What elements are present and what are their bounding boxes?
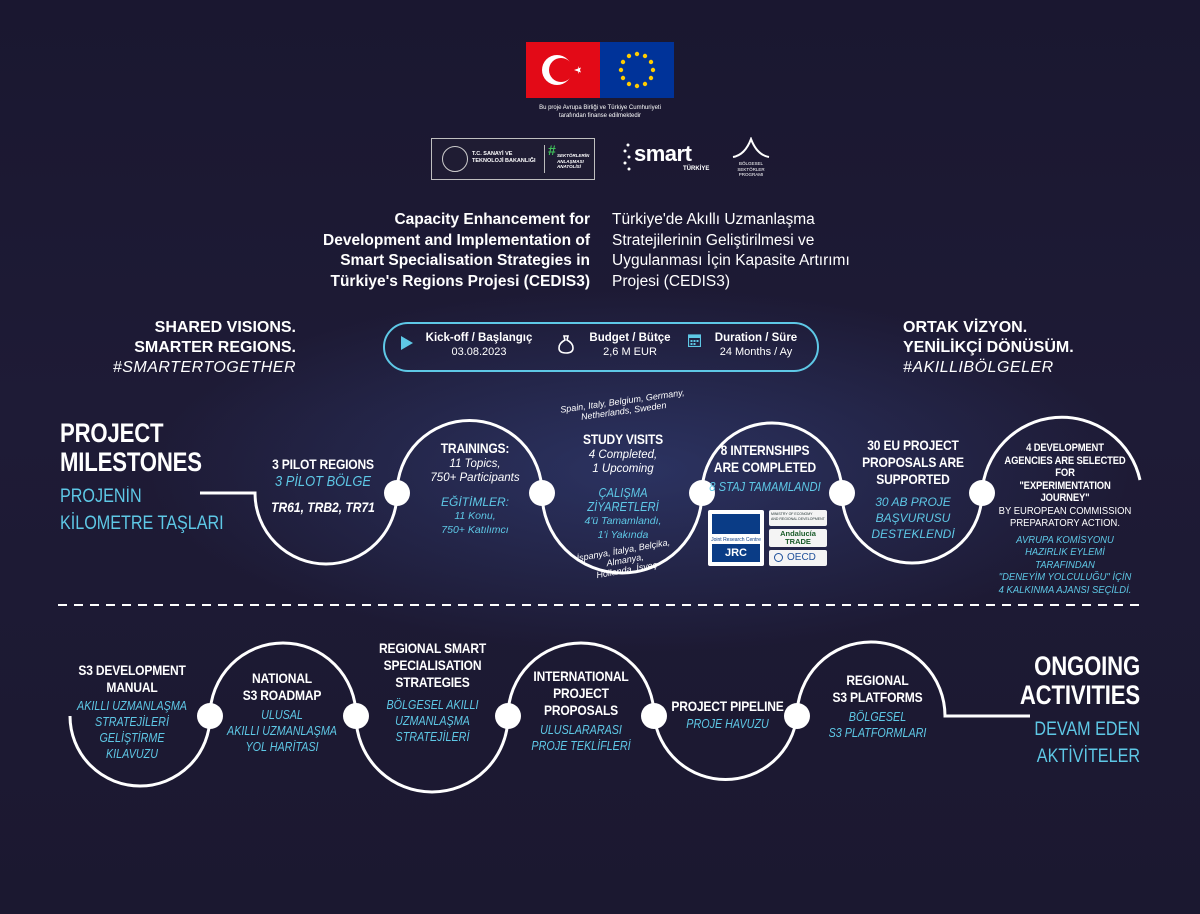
activity-national-roadmap: NATIONAL S3 ROADMAP ULUSAL AKILLI UZMANL…	[227, 670, 337, 754]
slogan-turkish: ORTAK VİZYON. YENİLİKÇİ DÖNÜSÜM. #AKILLI…	[903, 319, 1074, 376]
kickoff-label: Kick-off / Başlangıç	[425, 332, 533, 344]
milestone-internships: 8 INTERNSHIPS ARE COMPLETED 8 STAJ TAMAM…	[709, 442, 821, 494]
activity-regional-strategies: REGIONAL SMART SPECIALISATION STRATEGIES…	[378, 640, 487, 744]
kickoff-value: 03.08.2023	[451, 346, 507, 358]
smart-logo-sub: TÜRKİYE	[683, 166, 710, 172]
jrc-logo: Joint Research Centre JRC	[708, 510, 764, 566]
budget-value: 2,6 M EUR	[603, 346, 657, 358]
milestone-trainings: TRAININGS: 11 Topics, 750+ Participants …	[430, 440, 520, 536]
bolge-logo-icon	[732, 137, 770, 158]
oecd-logo: OECD	[769, 550, 827, 566]
activity-node	[495, 703, 521, 729]
activity-node	[641, 703, 667, 729]
milestone-eu-proposals: 30 EU PROJECT PROPOSALS ARE SUPPORTED 30…	[862, 437, 964, 541]
eu-flag-small-icon	[712, 514, 760, 534]
slogan-english: SHARED VISIONS. SMARTER REGIONS. #SMARTE…	[112, 319, 296, 376]
milestone-agencies: 4 DEVELOPMENT AGENCIES ARE SELECTED FOR …	[998, 442, 1132, 596]
funding-note: Bu proje Avrupa Birliği ve Türkiye Cumhu…	[539, 105, 661, 119]
calendar-icon	[688, 334, 701, 347]
milestone-node	[969, 480, 995, 506]
oecd-icon	[774, 553, 783, 562]
activity-s3-manual: S3 DEVELOPMENT MANUAL AKILLI UZMANLAŞMA …	[77, 662, 187, 761]
milestone-node	[829, 480, 855, 506]
milestone-study-visits: STUDY VISITS 4 Completed, 1 Upcoming ÇAL…	[582, 431, 664, 541]
activity-project-pipeline: PROJECT PIPELINE PROJE HAVUZU	[671, 698, 784, 731]
activity-intl-proposals: INTERNATIONAL PROJECT PROPOSALS ULUSLARA…	[531, 668, 631, 753]
activity-s3-platforms: REGIONAL S3 PLATFORMS BÖLGESEL S3 PLATFO…	[828, 672, 927, 740]
milestone-node	[689, 480, 715, 506]
milestone-node	[384, 480, 410, 506]
budget-label: Budget / Bütçe	[589, 332, 671, 344]
activity-node	[784, 703, 810, 729]
project-info-pill: Kick-off / Başlangıç 03.08.2023 Budget /…	[383, 322, 819, 372]
smart-dots-icon	[622, 141, 634, 173]
activity-node	[197, 703, 223, 729]
ministry-seal-icon	[442, 146, 468, 172]
milestone-pilot-regions: 3 PILOT REGIONS 3 PİLOT BÖLGE TR61, TRB2…	[271, 456, 375, 515]
money-bag-icon	[558, 335, 574, 354]
eu-flag-icon	[600, 42, 674, 98]
duration-value: 24 Months / Ay	[719, 346, 793, 358]
play-icon	[401, 336, 413, 350]
duration-label: Duration / Süre	[714, 332, 798, 344]
milestone-node	[529, 480, 555, 506]
activity-node	[343, 703, 369, 729]
smart-logo: smart	[634, 141, 692, 166]
hashtag-icon: #	[548, 142, 556, 158]
flags	[526, 42, 674, 98]
